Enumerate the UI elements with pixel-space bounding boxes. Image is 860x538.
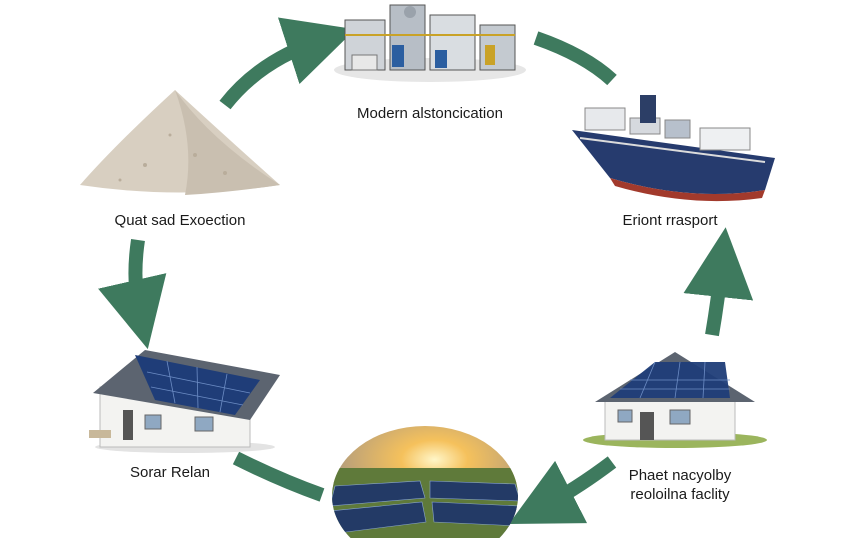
house-with-solar-icon [580, 350, 770, 450]
factory-icon [330, 0, 530, 82]
arrow-recycling-to-farm [540, 462, 612, 508]
solar-house-icon [85, 345, 285, 455]
node-label-factory: Modern alstoncication [330, 104, 530, 123]
node-label-sand: Quat sad Exoection [100, 211, 260, 230]
arrow-recycling-to-ship [712, 262, 722, 335]
node-label-transport: Eriont rrasport [595, 211, 745, 230]
sand-pile-icon [75, 85, 285, 200]
node-label-solar-house: Sorar Relan [100, 463, 240, 482]
cargo-ship-icon [570, 90, 780, 205]
solar-farm-sunset-icon [330, 426, 520, 538]
node-label-recycling-1: Phaet nacyolby [605, 466, 755, 485]
node-label-recycling-2: reoloilna faclity [605, 485, 755, 504]
arrow-farm-to-house [236, 458, 322, 495]
arrow-sand-to-house [135, 240, 140, 315]
arrow-factory-to-ship [536, 38, 612, 80]
